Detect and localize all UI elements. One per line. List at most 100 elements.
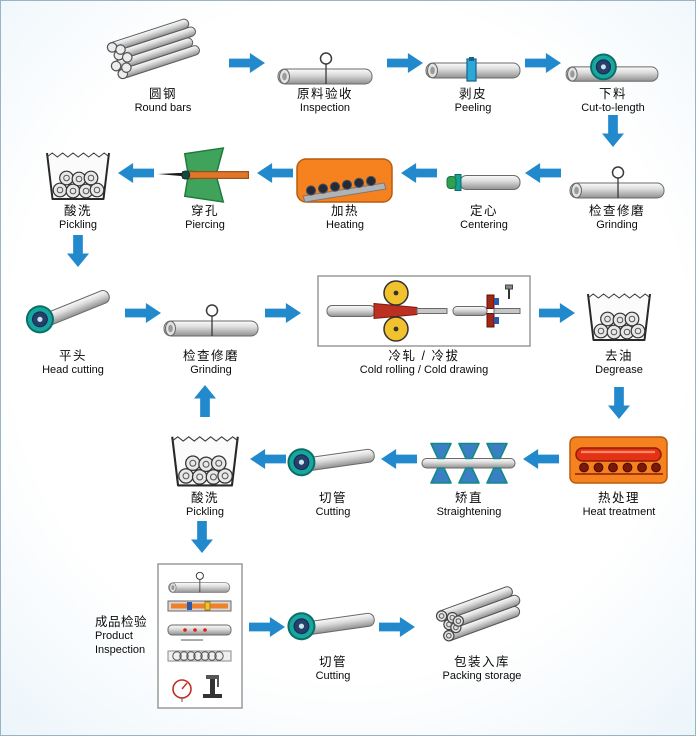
node-product-inspection: 成品检验 Product Inspection (95, 563, 245, 709)
arrow-straightening-to-cutting-1 (381, 449, 417, 469)
node-cold-rolling: 冷轧 / 冷拔 Cold rolling / Cold drawing (315, 273, 533, 377)
node-label-en: Pickling (59, 219, 97, 231)
node-label-zh: 去油 (604, 349, 633, 363)
arrow-inspection-to-peeling (387, 53, 423, 73)
node-piercing: 穿孔 Piercing (155, 145, 255, 232)
node-degrease: 去油 Degrease (579, 281, 659, 377)
node-label-en: Heat treatment (582, 506, 656, 518)
node-label-zh: 检查修磨 (588, 204, 645, 218)
node-pickling-2: 酸洗 Pickling (161, 427, 249, 519)
node-straightening: 矫直 Straightening (419, 435, 519, 519)
product-inspection-panel-icon (157, 563, 243, 709)
node-label-en: Grinding (596, 219, 638, 231)
pipe-cutting-saw-icon (289, 595, 377, 655)
head-cutting-saw-icon (23, 283, 123, 349)
node-label-en: Pickling (186, 506, 224, 518)
node-label-en: Inspection (299, 102, 351, 114)
node-round-bars: 圆钢 Round bars (103, 18, 223, 115)
node-label-zh: 加热 (330, 204, 359, 218)
node-packing: 包装入库 Packing storage (423, 585, 541, 683)
heat-treatment-furnace-icon (569, 431, 669, 491)
cut-to-length-saw-icon (563, 41, 663, 87)
arrow-product-inspection-to-cutting-2 (249, 617, 285, 637)
node-label-en: Cutting (315, 506, 351, 518)
node-label-en: Product Inspection (95, 630, 146, 656)
arrow-round-bars-to-inspection (229, 53, 265, 73)
node-label-zh: 剥皮 (458, 87, 487, 101)
node-label-en: Round bars (134, 102, 192, 114)
arrow-centering-to-heating (401, 163, 437, 183)
node-cutting-2: 切管 Cutting (287, 595, 379, 683)
arrow-degrease-to-heat-treatment (608, 387, 630, 419)
straightening-rollers-icon (421, 435, 517, 491)
node-label-zh: 检查修磨 (182, 349, 239, 363)
node-cutting-1: 切管 Cutting (287, 431, 379, 519)
node-pickling-1: 酸洗 Pickling (39, 143, 117, 232)
node-label-zh: 酸洗 (63, 204, 92, 218)
arrow-pickling-2-to-product-inspection (191, 521, 213, 553)
node-head-cutting: 平头 Head cutting (21, 283, 125, 377)
node-label-en: Cold rolling / Cold drawing (359, 364, 489, 376)
pickling-tank-icon (168, 427, 242, 491)
pipe-bundle-icon (426, 585, 538, 655)
node-label-zh: 平头 (58, 349, 87, 363)
node-heating: 加热 Heating (293, 151, 397, 232)
node-label-en: Heating (326, 219, 364, 231)
node-label-en: Cut-to-length (581, 102, 645, 114)
arrow-grinding-2-to-cold-rolling (265, 303, 301, 323)
node-label-zh: 圆钢 (148, 87, 177, 101)
round-bars-icon (106, 18, 221, 87)
arrow-cold-rolling-to-degrease (539, 303, 575, 323)
arrow-peeling-to-cut-to-length (525, 53, 561, 73)
centering-pipe-icon (446, 161, 521, 204)
arrow-piercing-to-pickling-1 (118, 163, 154, 183)
degrease-tank-icon (584, 281, 654, 349)
node-label-en: Centering (460, 219, 508, 231)
node-centering: 定心 Centering (443, 161, 525, 232)
node-label-en: Head cutting (42, 364, 104, 376)
arrow-head-cutting-to-grinding-2 (125, 303, 161, 323)
node-inspection: 原料验收 Inspection (269, 49, 381, 115)
pickling-tank-icon (43, 143, 113, 204)
cold-rolling-mill-icon (317, 273, 531, 349)
node-label-en: Straightening (436, 506, 502, 518)
pipe-cutting-saw-icon (289, 431, 377, 491)
node-label-zh: 矫直 (454, 491, 483, 505)
arrow-cut-to-length-to-grinding-1 (602, 115, 624, 147)
arrow-grinding-1-to-centering (525, 163, 561, 183)
node-label-zh: 下料 (598, 87, 627, 101)
inspection-gauge-pipe-icon (275, 49, 375, 87)
node-label-zh: 原料验收 (296, 87, 353, 101)
node-label-zh: 酸洗 (190, 491, 219, 505)
grinding-gauge-pipe-icon (161, 291, 261, 349)
node-label-en: Cutting (315, 670, 351, 682)
node-label-en: Grinding (190, 364, 232, 376)
heating-furnace-icon (296, 151, 394, 204)
arrow-pickling-2-to-grinding-2 (194, 385, 216, 417)
node-label-en: Piercing (185, 219, 225, 231)
node-label-zh: 成品检验 (95, 615, 148, 630)
node-label-zh: 热处理 (597, 491, 640, 505)
arrow-cutting-1-to-pickling-2 (250, 449, 286, 469)
peeling-pipe-icon (425, 53, 521, 87)
node-grinding-2: 检查修磨 Grinding (159, 291, 263, 377)
piercing-mill-icon (156, 145, 254, 204)
node-label-en: Packing storage (442, 670, 522, 682)
arrow-pickling-1-to-head-cutting (67, 235, 89, 267)
node-label-zh: 切管 (318, 655, 347, 669)
node-label-zh: 定心 (469, 204, 498, 218)
grinding-gauge-pipe-icon (567, 159, 667, 204)
node-cut-to-length: 下料 Cut-to-length (559, 41, 667, 115)
arrow-cutting-2-to-packing (379, 617, 415, 637)
node-label-zh: 切管 (318, 491, 347, 505)
node-label-en: Degrease (595, 364, 643, 376)
node-peeling: 剥皮 Peeling (425, 53, 521, 115)
node-grinding-1: 检查修磨 Grinding (565, 159, 669, 232)
arrow-heating-to-piercing (257, 163, 293, 183)
node-label-zh: 穿孔 (190, 204, 219, 218)
node-label-zh: 冷轧 / 冷拔 (388, 349, 460, 363)
arrow-heat-treatment-to-straightening (523, 449, 559, 469)
node-label-zh: 包装入库 (453, 655, 510, 669)
node-label-en: Peeling (454, 102, 492, 114)
